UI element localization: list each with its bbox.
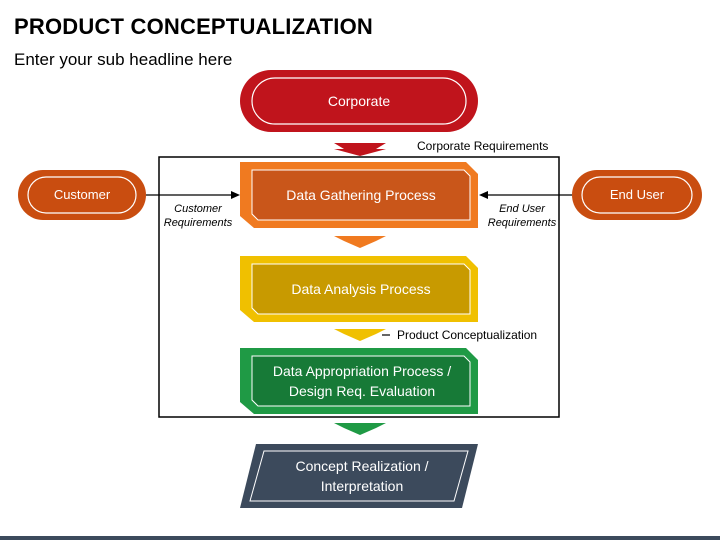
customer-node-shape xyxy=(18,170,146,220)
gathering-node-shape xyxy=(240,162,478,228)
arrow-analysis-to-appropriation xyxy=(334,329,386,341)
footer-bar xyxy=(0,536,720,540)
gathering-node-label: Data Gathering Process xyxy=(286,187,436,203)
analysis-node-shape xyxy=(240,256,478,322)
end-user-node-label: End User xyxy=(609,187,665,202)
analysis-node-label: Data Analysis Process xyxy=(291,281,431,297)
customer-node-label: Customer xyxy=(53,187,111,202)
appropriation-node-label: Data Appropriation Process / Design Req.… xyxy=(272,363,452,399)
corporate-requirements-label: Corporate Requirements xyxy=(417,139,549,153)
corporate-node-shape xyxy=(240,70,478,132)
end-user-requirements-label: End User Requirements xyxy=(487,203,557,229)
end-user-node-shape xyxy=(572,170,702,220)
arrow-gathering-to-analysis xyxy=(334,236,386,248)
corporate-node-label: Corporate xyxy=(327,93,391,109)
arrow-corporate-to-gathering xyxy=(334,143,386,156)
realization-node-label: Concept Realization / Interpretation xyxy=(295,458,429,494)
appropriation-node-shape xyxy=(240,348,478,414)
page-subtitle: Enter your sub headline here xyxy=(14,50,233,69)
customer-connector-arrowhead xyxy=(231,191,240,199)
process-frame xyxy=(158,156,560,418)
end-user-connector-arrowhead xyxy=(479,191,488,199)
customer-requirements-label: Customer Requirements xyxy=(163,203,233,229)
realization-node-shape xyxy=(240,444,478,508)
product-conceptualization-label: Product Conceptualization xyxy=(397,328,538,342)
page-title: PRODUCT CONCEPTUALIZATION xyxy=(14,14,374,39)
arrow-appropriation-to-realization xyxy=(334,423,386,435)
